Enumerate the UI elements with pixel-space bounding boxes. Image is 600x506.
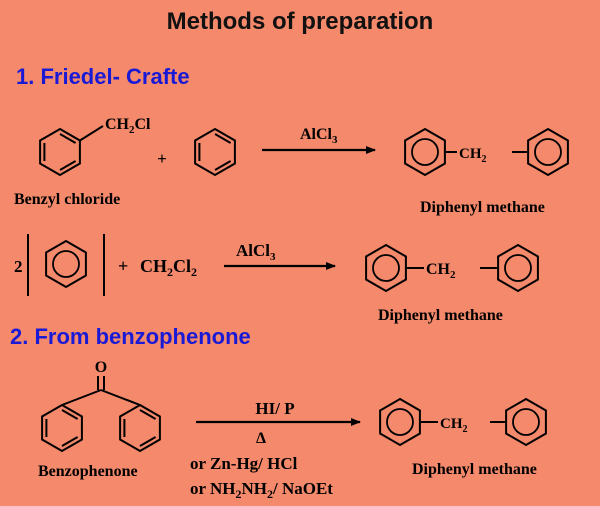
dichloromethane-formula: CH2Cl2 xyxy=(140,256,197,279)
reagent-alcl3-b: AlCl3 xyxy=(236,241,276,263)
reagent-alcl3-a: AlCl3 xyxy=(300,126,338,146)
product-label-b: Diphenyl methane xyxy=(378,307,503,324)
page-title: Methods of preparation xyxy=(166,8,434,35)
reagent-hi-p: HI/ P xyxy=(255,399,294,418)
benzyl-chloride-label: Benzyl chloride xyxy=(14,191,121,208)
svg-text:CH2: CH2 xyxy=(440,416,468,435)
product-label-c: Diphenyl methane xyxy=(412,461,537,478)
product-label-a: Diphenyl methane xyxy=(420,199,545,216)
plus-sign-b: + xyxy=(118,256,128,276)
section1-heading: 1. Friedel- Crafte xyxy=(16,64,190,89)
benzophenone-label: Benzophenone xyxy=(38,463,138,480)
benzyl-chloride-substituent: CH2Cl xyxy=(105,116,151,136)
reagent-heat: Δ xyxy=(256,430,266,447)
diphenylmethane-structure-a: CH2 xyxy=(404,128,569,176)
reagent-wolff-kishner: or NH2NH2/ NaOEt xyxy=(190,479,333,501)
benzyl-chloride-structure: CH2Cl xyxy=(39,116,151,176)
benzene-structure-a xyxy=(194,128,236,176)
reagent-clemmensen: or Zn-Hg/ HCl xyxy=(190,454,298,473)
carbonyl-oxygen: O xyxy=(95,359,107,376)
diphenylmethane-structure-b: CH2 xyxy=(365,244,539,292)
benzene-structure-b xyxy=(45,240,87,288)
svg-text:CH2: CH2 xyxy=(459,146,487,165)
plus-sign-a: + xyxy=(157,149,167,168)
coefficient: 2 xyxy=(14,257,23,276)
benzophenone-structure: O xyxy=(41,359,161,452)
section2-heading: 2. From benzophenone xyxy=(10,324,251,349)
svg-text:CH2: CH2 xyxy=(426,261,456,281)
diphenylmethane-structure-c: CH2 xyxy=(379,398,547,446)
